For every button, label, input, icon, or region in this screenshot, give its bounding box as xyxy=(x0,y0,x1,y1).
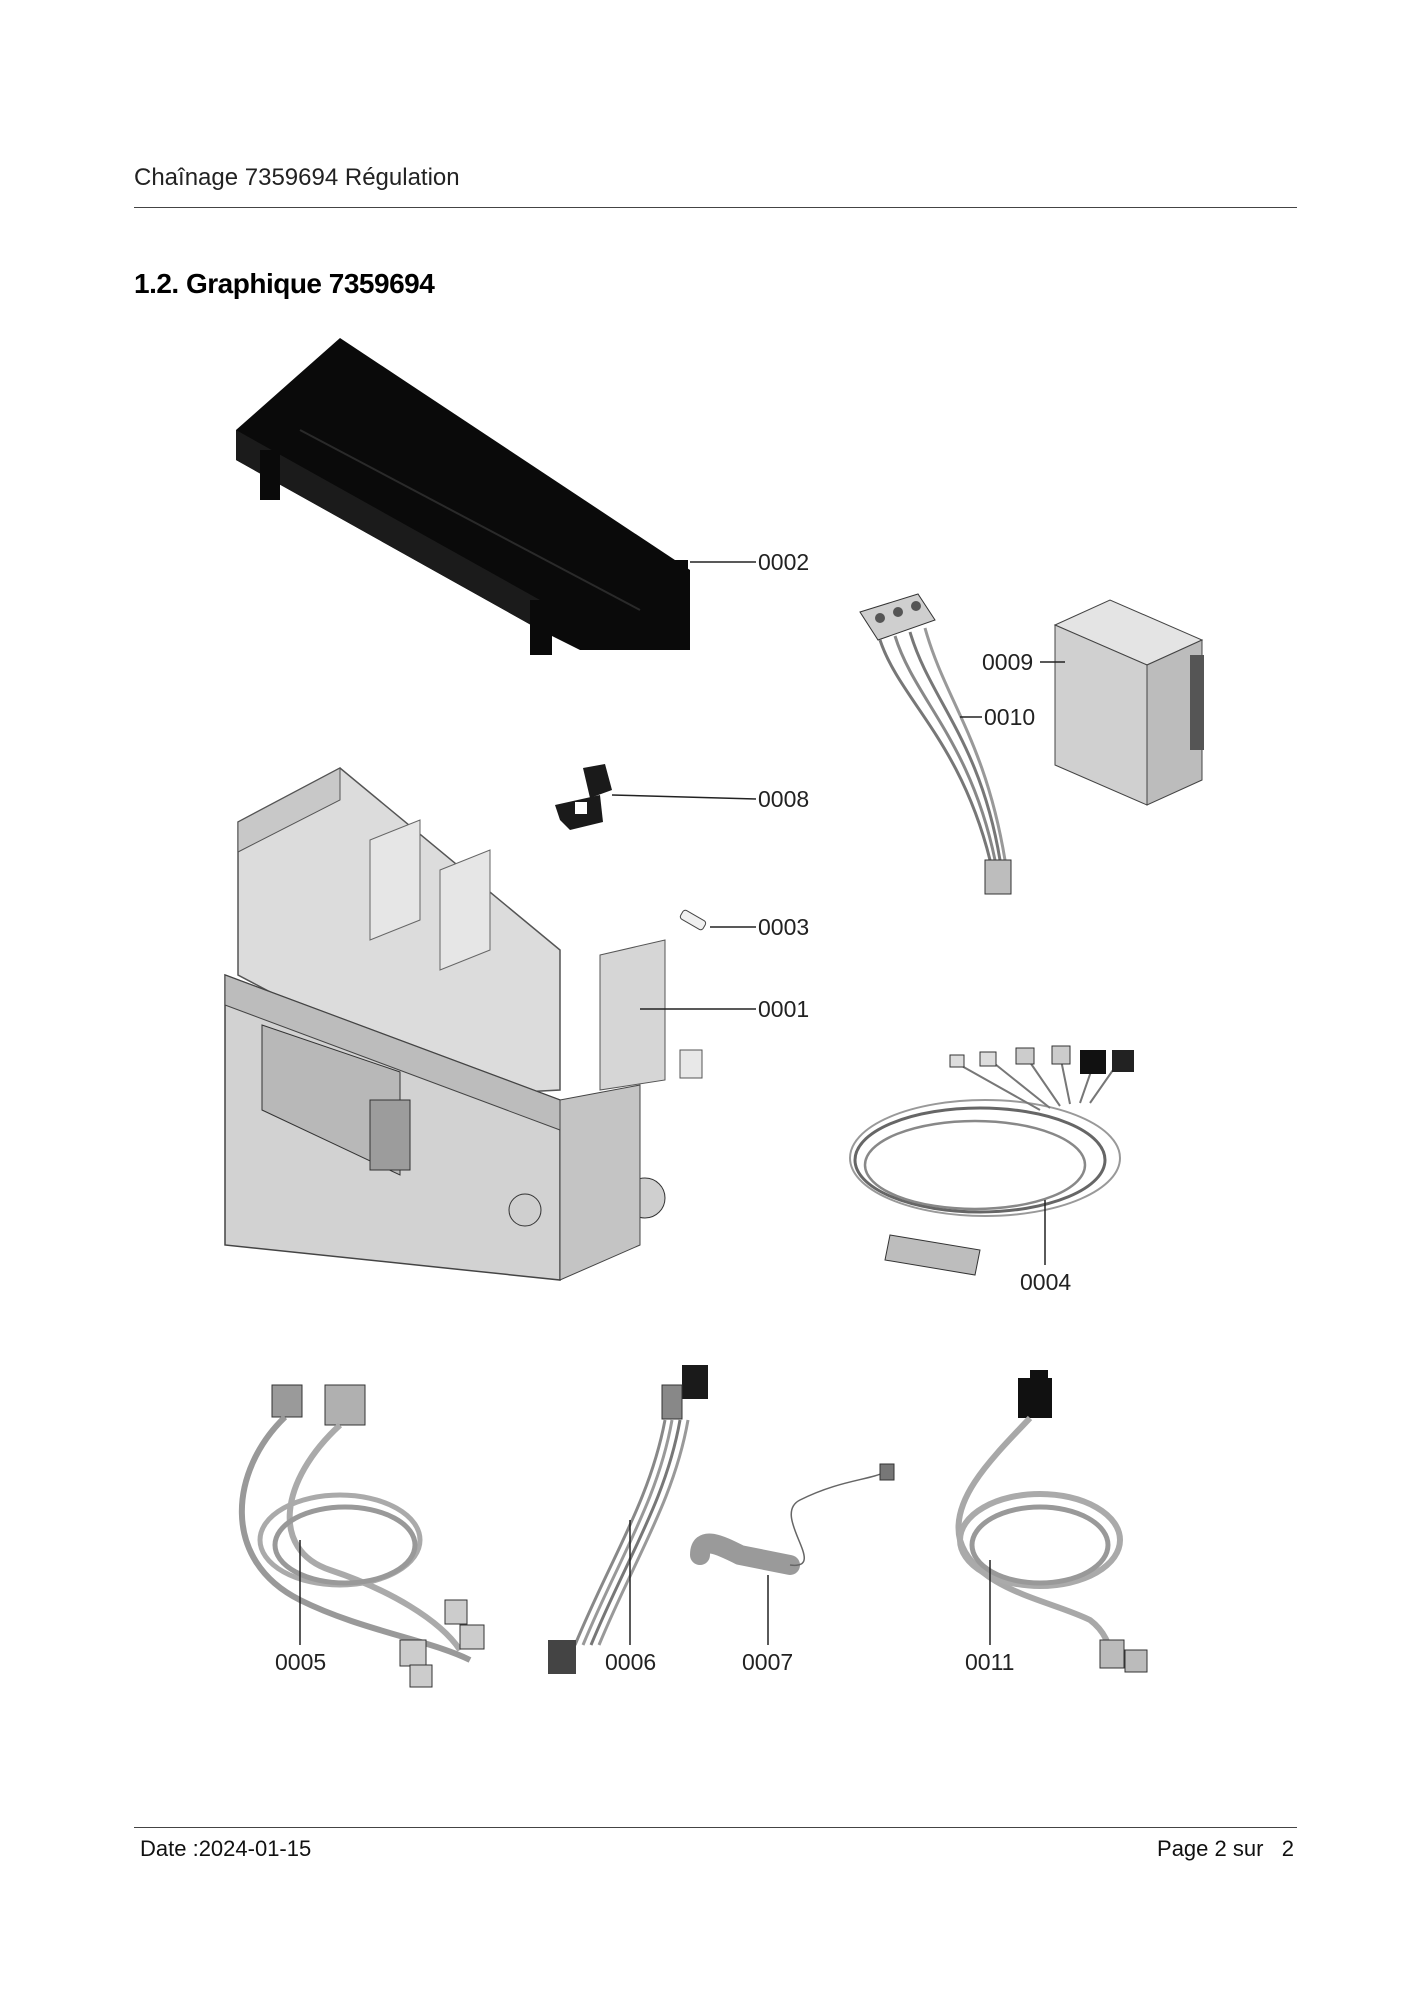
footer-divider xyxy=(134,1827,1297,1828)
part-0002-cover xyxy=(236,338,690,655)
header-divider xyxy=(134,207,1297,208)
footer-date: Date :2024-01-15 xyxy=(140,1836,312,1861)
callout-0003: 0003 xyxy=(758,914,809,940)
footer-page-number: Page 2 sur 2 xyxy=(1157,1836,1294,1861)
callout-0006: 0006 xyxy=(605,1649,656,1675)
part-0001-control-unit xyxy=(224,767,703,1281)
callout-0005: 0005 xyxy=(275,1649,326,1675)
part-0006-harness xyxy=(548,1365,708,1674)
part-0007-sensor xyxy=(690,1463,895,1575)
part-0009-module-box xyxy=(1053,599,1204,806)
leader-0008 xyxy=(611,794,757,800)
callout-0001: 0001 xyxy=(758,996,809,1022)
callout-0010: 0010 xyxy=(984,704,1035,730)
callout-0004: 0004 xyxy=(1020,1269,1071,1295)
callout-0009: 0009 xyxy=(982,649,1033,675)
part-0008-clip xyxy=(555,764,612,830)
part-0005-cable xyxy=(238,1384,485,1688)
callout-0007: 0007 xyxy=(742,1649,793,1675)
callout-0008: 0008 xyxy=(758,786,809,812)
part-0010-wire-harness xyxy=(859,593,1012,895)
part-0004-cable-harness xyxy=(849,1045,1134,1276)
part-0003-fuse xyxy=(679,909,707,931)
callout-0011: 0011 xyxy=(965,1649,1014,1675)
callout-0002: 0002 xyxy=(758,549,809,575)
section-title: 1.2. Graphique 7359694 xyxy=(134,268,435,299)
part-0011-cable xyxy=(955,1370,1148,1673)
document-header-title: Chaînage 7359694 Régulation xyxy=(134,164,460,191)
